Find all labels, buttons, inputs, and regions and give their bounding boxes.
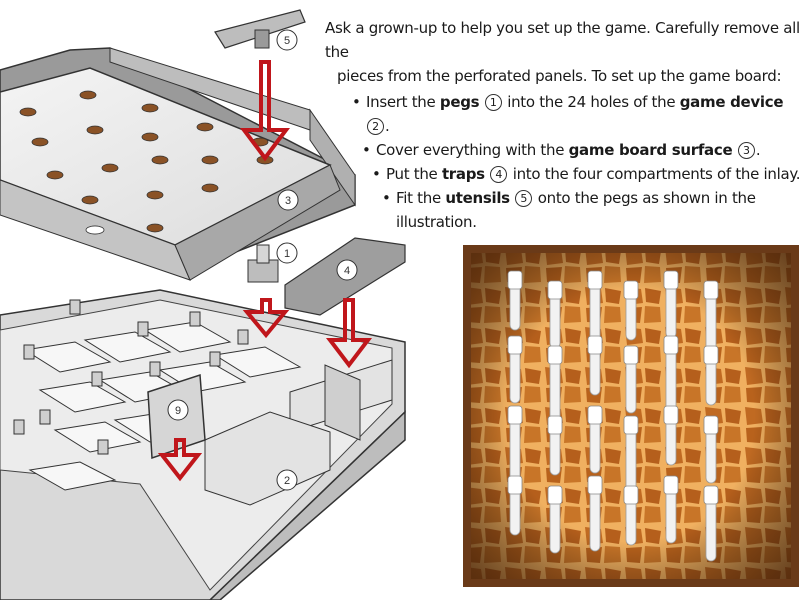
ref-badge: 4 [490,166,508,183]
direction-arrows [157,60,373,482]
ref-badge: 3 [737,142,755,159]
svg-text:5: 5 [284,35,290,47]
steps-list: Insert the pegs 1 into the 24 holes of t… [325,90,805,234]
utensil-piece [547,485,563,554]
step-pegs: Insert the pegs 1 into the 24 holes of t… [350,90,805,138]
callout-9: 9 [167,399,189,421]
utensil-piece [623,280,639,341]
utensil-piece-drawing [214,9,306,49]
callout-1: 1 [276,242,298,264]
utensil-piece [587,335,603,396]
utensil-piece [587,270,603,347]
utensil-piece [507,475,523,536]
game-board-surface-drawing [0,47,356,281]
callout-4: 4 [336,259,358,281]
utensil-piece [623,345,639,414]
intro-line-1: Ask a grown-up to help you set up the ga… [325,19,800,61]
utensil-piece [663,270,679,339]
utensil-piece [623,485,639,546]
utensil-piece [663,475,679,544]
board-photo-svg [463,245,799,587]
svg-text:9: 9 [175,405,181,417]
utensil-piece [663,335,679,412]
callout-5: 5 [276,29,298,51]
utensil-piece [547,280,563,349]
utensil-piece [587,475,603,552]
utensil-piece [663,405,679,466]
setup-instructions: Ask a grown-up to help you set up the ga… [325,16,805,234]
utensil-piece [703,345,719,406]
intro-text: Ask a grown-up to help you set up the ga… [325,16,805,88]
utensil-piece [547,415,563,476]
utensil-piece [623,415,639,492]
peg-drawing [247,244,279,283]
utensil-grid [507,270,719,562]
ref-badge: 1 [484,94,502,111]
utensil-piece [507,405,523,482]
intro-line-2: pieces from the perforated panels. To se… [337,67,782,85]
utensil-piece [703,280,719,357]
utensil-piece [507,335,523,404]
callout-3: 3 [277,189,299,211]
svg-text:4: 4 [344,265,350,277]
ref-badge: 2 [367,118,384,135]
utensil-piece [703,415,719,484]
callout-2: 2 [276,469,298,491]
utensil-piece [507,270,523,331]
game-board-photo [463,245,799,587]
step-traps: Put the traps 4 into the four compartmen… [370,162,805,186]
utensil-piece [703,485,719,562]
ref-badge: 5 [515,190,533,207]
svg-text:1: 1 [284,248,290,260]
step-board-surface: Cover everything with the game board sur… [360,138,805,162]
step-utensils: Fit the utensils 5 onto the pegs as show… [380,186,805,234]
utensil-piece [587,405,603,474]
utensil-piece [547,345,563,422]
svg-text:2: 2 [284,475,290,487]
game-device-drawing [0,289,406,600]
svg-text:3: 3 [285,195,291,207]
